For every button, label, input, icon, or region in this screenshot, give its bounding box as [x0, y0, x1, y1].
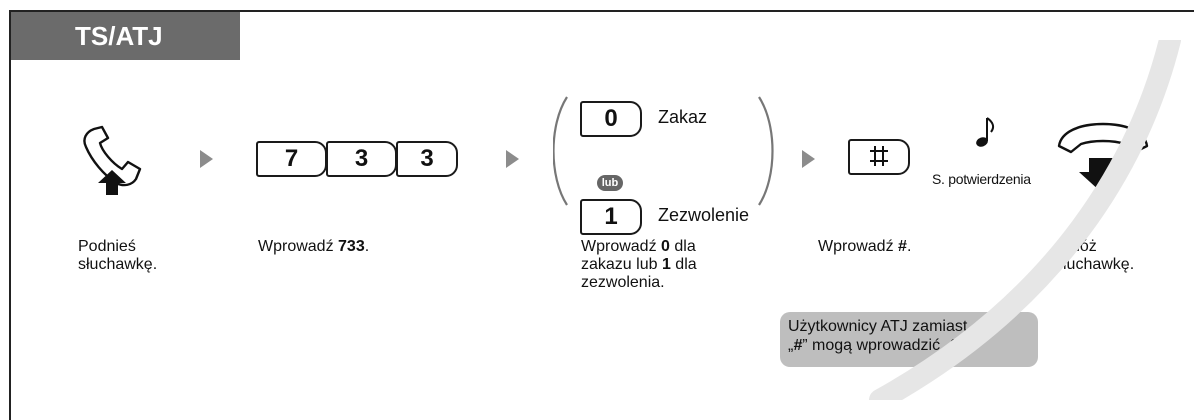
next-arrow [802, 150, 815, 168]
step-1-line-1: Podnieś [78, 238, 136, 255]
section-tab: TS/ATJ [11, 12, 240, 60]
or-badge: lub [597, 175, 623, 191]
step-2-caption: Wprowadź 733. [258, 238, 369, 256]
key-1: 1 [580, 199, 642, 235]
step-4-hash: # [898, 238, 907, 255]
next-arrow [506, 150, 519, 168]
key-7: 7 [256, 141, 327, 177]
step-5-line-1: Odłóż [1055, 238, 1097, 255]
step-4-end: . [906, 238, 912, 255]
choice-bracket [553, 96, 774, 206]
step-2-text: Wprowadź [258, 238, 339, 255]
step-1-caption: Podnieś słuchawkę. [78, 238, 157, 274]
key-3-second: 3 [396, 141, 458, 177]
option-zakaz: Zakaz [658, 107, 708, 127]
step-5-caption: Odłóż słuchawkę. [1055, 238, 1134, 274]
step-2-code: 733 [338, 238, 365, 255]
handset-hangup-icon [1057, 122, 1149, 192]
note-q1: „ [788, 337, 794, 354]
step-1-line-2: słuchawkę. [78, 256, 158, 273]
step-2-end: . [364, 238, 370, 255]
step-4-caption: Wprowadź #. [818, 238, 911, 256]
handset-lift-icon [83, 125, 142, 195]
step-3-t5: zezwolenia. [581, 274, 665, 291]
step-3-t4: dla [670, 256, 697, 273]
note-zero: 0 [949, 337, 959, 354]
step-3-caption: Wprowadź 0 dla zakazu lub 1 dla zezwolen… [581, 238, 697, 292]
step-5-line-2: słuchawkę. [1055, 256, 1135, 273]
key-0: 0 [580, 101, 642, 137]
step-3-t1: Wprowadź [581, 238, 662, 255]
step-3-t3: zakazu lub [581, 256, 662, 273]
note-hash: # [793, 337, 803, 354]
step-3-one: 1 [661, 256, 671, 273]
note-end: ”. [958, 337, 969, 354]
step-3-zero: 0 [661, 238, 670, 255]
step-4-text: Wprowadź [818, 238, 899, 255]
hash-key-icon [848, 139, 910, 175]
key-3: 3 [326, 141, 397, 177]
atj-note: Użytkownicy ATJ zamiast „#” mogą wprowad… [780, 312, 1038, 367]
next-arrow [200, 150, 213, 168]
option-zezwolenie: Zezwolenie [658, 205, 750, 225]
note-mid: ” mogą wprowadzić „ [802, 337, 950, 354]
music-note-icon [976, 117, 995, 147]
note-line-1: Użytkownicy ATJ zamiast [788, 318, 968, 335]
tone-label: S. potwierdzenia [932, 171, 1031, 187]
panel-frame [9, 10, 1194, 420]
step-3-t2: dla [669, 238, 696, 255]
